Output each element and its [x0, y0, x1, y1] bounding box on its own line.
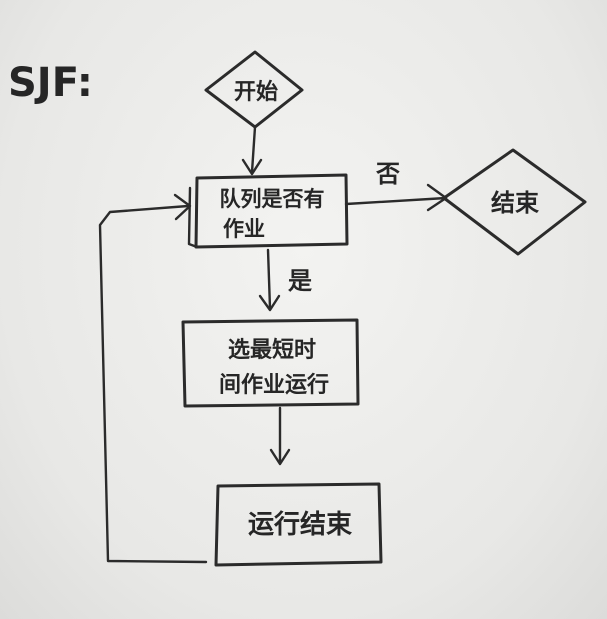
check-node-shape	[194, 173, 349, 249]
check-node-label-line2: 作业	[223, 217, 265, 241]
end-node-label: 结束	[491, 189, 540, 217]
edge-start-check	[250, 125, 257, 174]
edge-yes-label: 是	[288, 267, 312, 295]
diagram-title: SJF:	[8, 60, 93, 106]
runend-node-shape	[214, 482, 383, 567]
select-node-label-line2: 间作业运行	[219, 372, 329, 398]
edge-check-end	[344, 196, 448, 206]
edge-check-select-arrowhead	[258, 294, 281, 312]
edge-loop-back	[98, 204, 208, 564]
start-node-label: 开始	[234, 79, 278, 105]
edge-check-select	[266, 248, 272, 310]
edge-loop-back-arrowhead	[173, 193, 192, 221]
check-node-label-line1: 队列是否有	[220, 187, 325, 211]
edge-select-runend-arrowhead	[269, 448, 291, 466]
edge-start-check-arrowhead	[241, 158, 263, 176]
edge-no-label: 否	[375, 160, 400, 188]
select-node-shape	[181, 318, 360, 408]
select-node-label-line1: 选最短时	[228, 338, 316, 363]
runend-node-label: 运行结束	[248, 509, 353, 540]
end-node-shape	[442, 148, 587, 256]
